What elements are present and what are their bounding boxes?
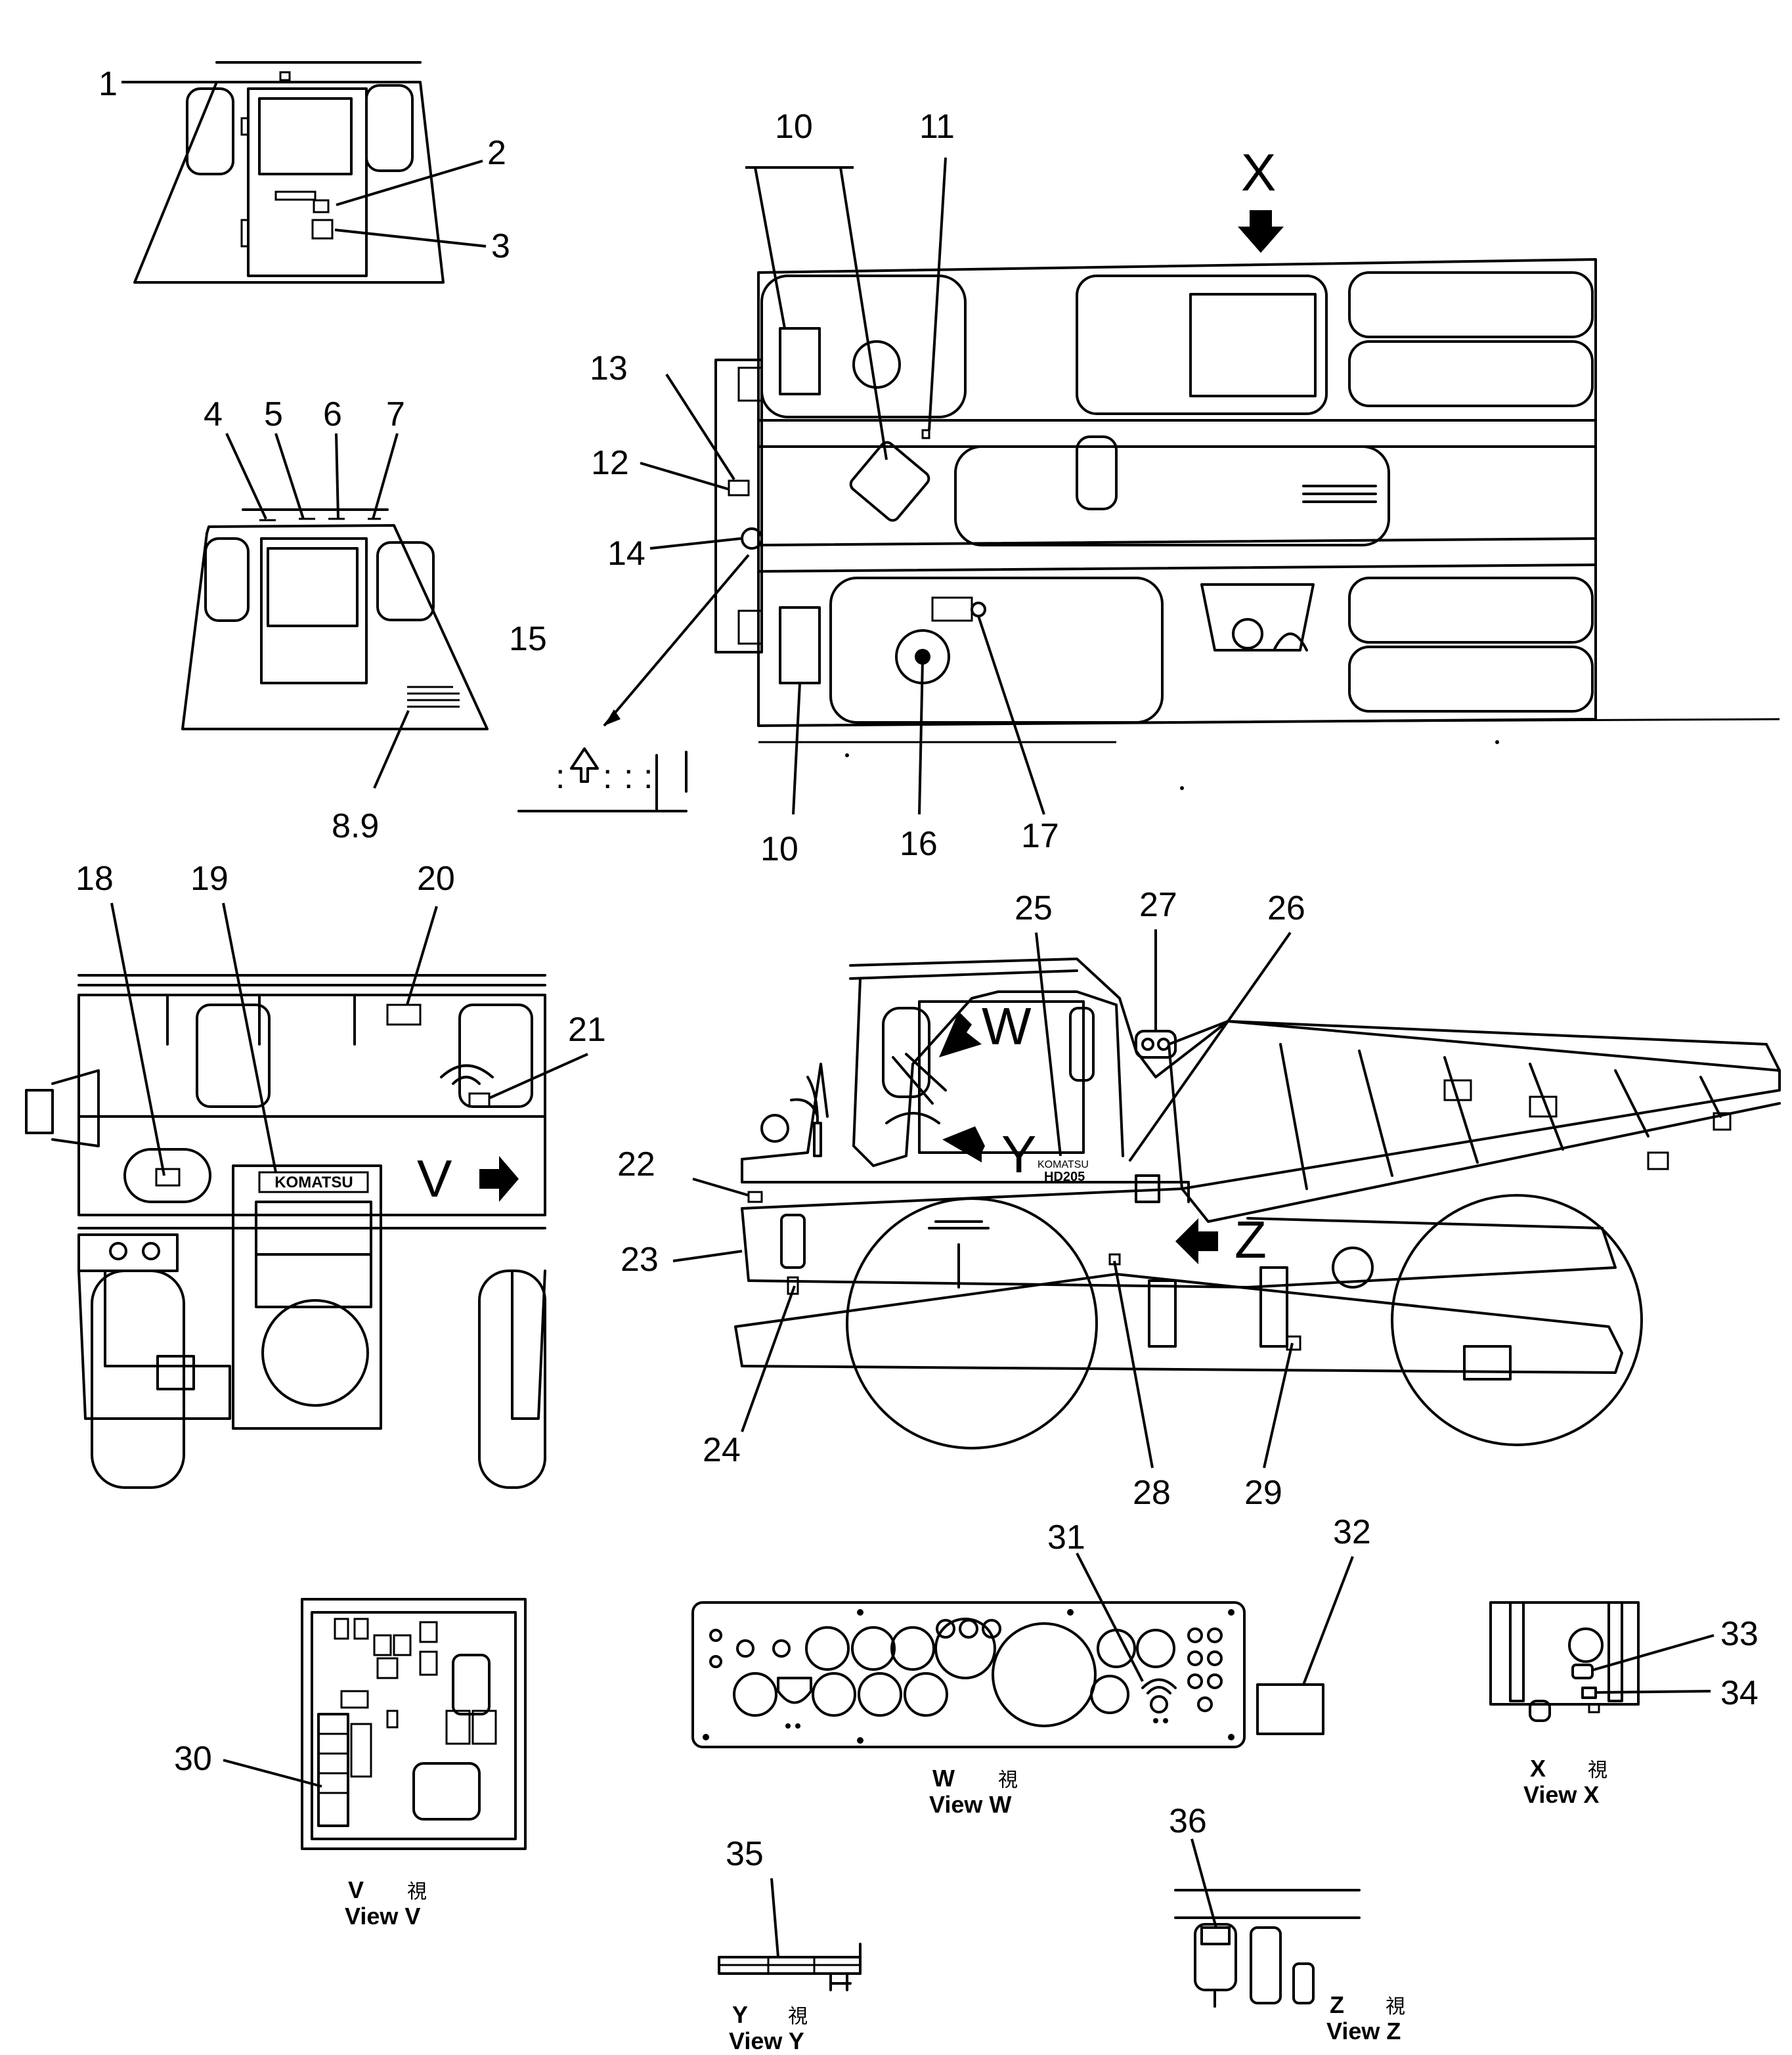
callout-16: 16 (900, 825, 938, 863)
callout-14: 14 (607, 535, 645, 573)
caption-z-kanji: 視 (1386, 1995, 1405, 2018)
callout-31: 31 (1047, 1518, 1085, 1557)
callout-2: 2 (487, 134, 506, 172)
cab-rear-view (181, 508, 489, 730)
caption-w-kanji: 視 (998, 1769, 1018, 1792)
callout-11: 11 (919, 108, 955, 146)
caption-v-kanji: 視 (407, 1880, 427, 1903)
view-arrow-z (1175, 1218, 1218, 1264)
callout-27: 27 (1139, 886, 1177, 924)
callout-7: 7 (386, 395, 405, 433)
svg-text::: : (556, 758, 565, 796)
callout-29: 29 (1244, 1474, 1282, 1512)
view-marker-v: V (417, 1149, 452, 1208)
view-arrow-w (939, 1011, 982, 1057)
caption-v-letter: V (348, 1876, 364, 1903)
caption-x-english: View X (1523, 1781, 1599, 1808)
caption-z-letter: Z (1330, 1991, 1344, 2018)
callout-1: 1 (98, 65, 118, 103)
callout-19: 19 (190, 860, 229, 898)
view-w-instrument-panel (691, 1601, 1324, 1748)
caption-y-letter: Y (732, 2001, 748, 2028)
callout-15: 15 (509, 620, 547, 658)
cab-front-view (133, 61, 445, 284)
callout-4: 4 (204, 395, 223, 433)
callout-34: 34 (1720, 1674, 1759, 1712)
view-arrow-x (1238, 210, 1284, 253)
callout-12: 12 (591, 444, 629, 482)
view-z-detail (1174, 1889, 1361, 2008)
decal-15-detail: : : : : (517, 747, 688, 812)
callout-20: 20 (417, 860, 455, 898)
callout-36: 36 (1169, 1802, 1207, 1840)
view-y-detail (718, 1943, 862, 1991)
truck-rear-view (25, 974, 546, 1489)
callout-24: 24 (703, 1431, 741, 1469)
callout-10-bottom: 10 (760, 830, 798, 868)
caption-w-english: View W (929, 1791, 1011, 1818)
caption-z-english: View Z (1326, 2018, 1401, 2044)
svg-text::: : (644, 758, 653, 796)
callout-21: 21 (568, 1011, 606, 1049)
grille-brand-text: KOMATSU (274, 1174, 353, 1191)
callout-10-top: 10 (775, 108, 813, 146)
callout-5: 5 (264, 395, 283, 433)
caption-y-kanji: 視 (788, 2005, 808, 2028)
truck-top-view (517, 258, 1780, 812)
callout-18: 18 (76, 860, 114, 898)
view-arrow-y (942, 1126, 985, 1162)
callout-13: 13 (590, 349, 628, 387)
caption-x-letter: X (1530, 1755, 1546, 1782)
callout-28: 28 (1133, 1474, 1171, 1512)
svg-text::: : (603, 758, 612, 796)
callout-35: 35 (726, 1835, 764, 1873)
view-marker-y: Y (1001, 1125, 1036, 1183)
caption-v-english: View V (345, 1903, 420, 1930)
caption-y-english: View Y (729, 2027, 804, 2054)
view-captions: V 視 View V W 視 View W X 視 View X Y 視 Vie… (345, 1755, 1607, 2054)
callout-32: 32 (1333, 1513, 1371, 1551)
callout-17: 17 (1021, 817, 1059, 855)
side-model-text: HD205 (1044, 1170, 1085, 1184)
callout-26: 26 (1267, 889, 1305, 927)
view-v-panel (301, 1598, 527, 1850)
svg-text::: : (624, 758, 633, 796)
callout-22: 22 (617, 1145, 655, 1183)
caption-x-kanji: 視 (1588, 1759, 1607, 1782)
callout-33: 33 (1720, 1615, 1759, 1653)
callout-3: 3 (491, 227, 510, 265)
callout-8-9: 8.9 (332, 807, 379, 845)
side-brand-text: KOMATSU (1038, 1159, 1089, 1170)
leader-lines (110, 81, 1715, 1958)
view-x-detail (1489, 1601, 1640, 1722)
callout-23: 23 (621, 1241, 659, 1279)
callout-6: 6 (323, 395, 342, 433)
caption-w-letter: W (932, 1765, 955, 1792)
view-marker-w: W (982, 997, 1032, 1055)
view-marker-z: Z (1235, 1210, 1267, 1269)
callout-numbers: 1 2 3 4 5 6 7 8.9 10 10 11 12 13 14 15 1… (76, 65, 1759, 1873)
truck-side-view (734, 958, 1781, 1449)
view-arrow-v (479, 1156, 519, 1202)
callout-30: 30 (174, 1740, 212, 1778)
callout-25: 25 (1015, 889, 1053, 927)
view-marker-x: X (1241, 143, 1276, 202)
